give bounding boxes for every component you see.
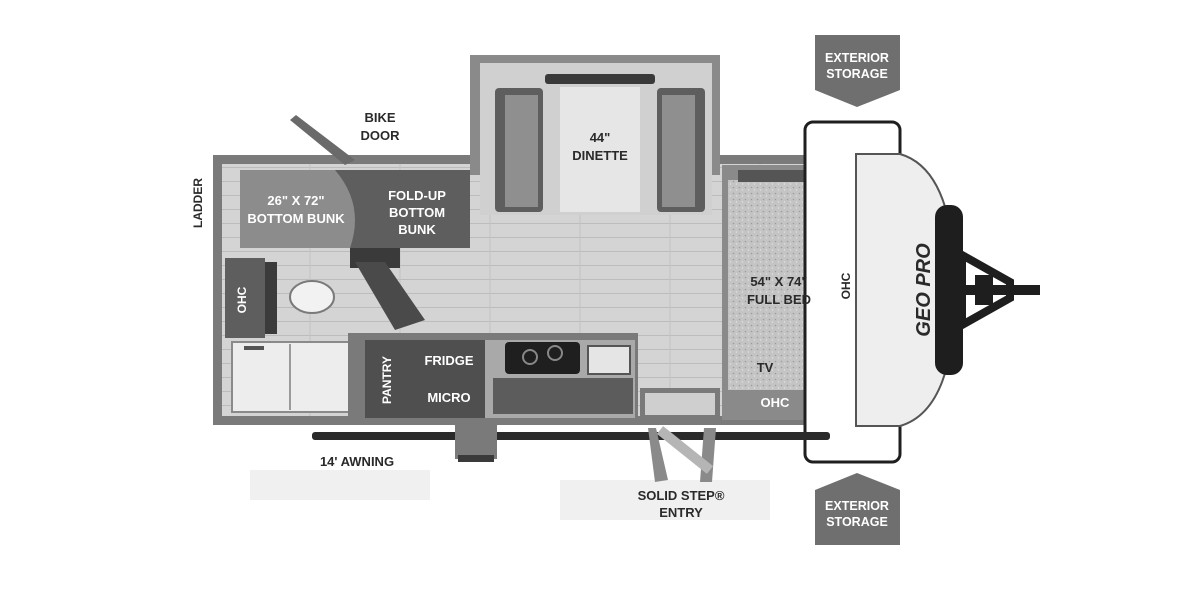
bike-door-line-1: BIKE [364,110,395,125]
dinette-label: DINETTE [572,148,628,163]
exterior-storage-bottom-line-2: STORAGE [826,515,888,529]
exterior-storage-bottom-line-1: EXTERIOR [825,499,889,513]
bottom-bunk-label: BOTTOM BUNK [247,211,345,226]
bike-door-swing [290,115,355,165]
entry-line-2: ENTRY [659,505,703,520]
pantry-label: PANTRY [380,356,394,404]
entry-line-1: SOLID STEP® [638,488,725,503]
kitchen [348,333,638,418]
full-bed-size: 54" X 74" [750,274,807,289]
bunk-area [240,170,470,330]
front-cap [803,120,1040,464]
ohc-tv-label: OHC [761,395,791,410]
fold-up-bunk-line-2: BOTTOM [389,205,445,220]
awning-label: 14' AWNING [320,454,394,469]
ladder-label: LADDER [191,178,205,228]
awning-and-steps [312,425,830,482]
bike-door-line-2: DOOR [361,128,401,143]
bathroom [225,258,353,413]
bottom-bunk-size: 26" X 72" [267,193,324,208]
dinette-slideout [470,55,720,215]
full-bed-label: FULL BED [747,292,811,307]
ohc-front-label: OHC [839,272,853,299]
ground-shadow [250,470,770,520]
fold-up-bunk-line-3: BUNK [398,222,436,237]
micro-label: MICRO [427,390,470,405]
exterior-storage-top-badge [815,35,900,107]
ohc-bath-label: OHC [235,286,249,313]
exterior-storage-top-line-2: STORAGE [826,67,888,81]
fridge-label: FRIDGE [424,353,473,368]
dinette-size: 44" [590,130,611,145]
tv-label: TV [757,360,774,375]
fold-up-bunk-line-1: FOLD-UP [388,188,446,203]
exterior-storage-top-line-1: EXTERIOR [825,51,889,65]
geo-pro-logo: GEO PRO [913,243,935,337]
exterior-storage-bottom-badge [815,473,900,545]
